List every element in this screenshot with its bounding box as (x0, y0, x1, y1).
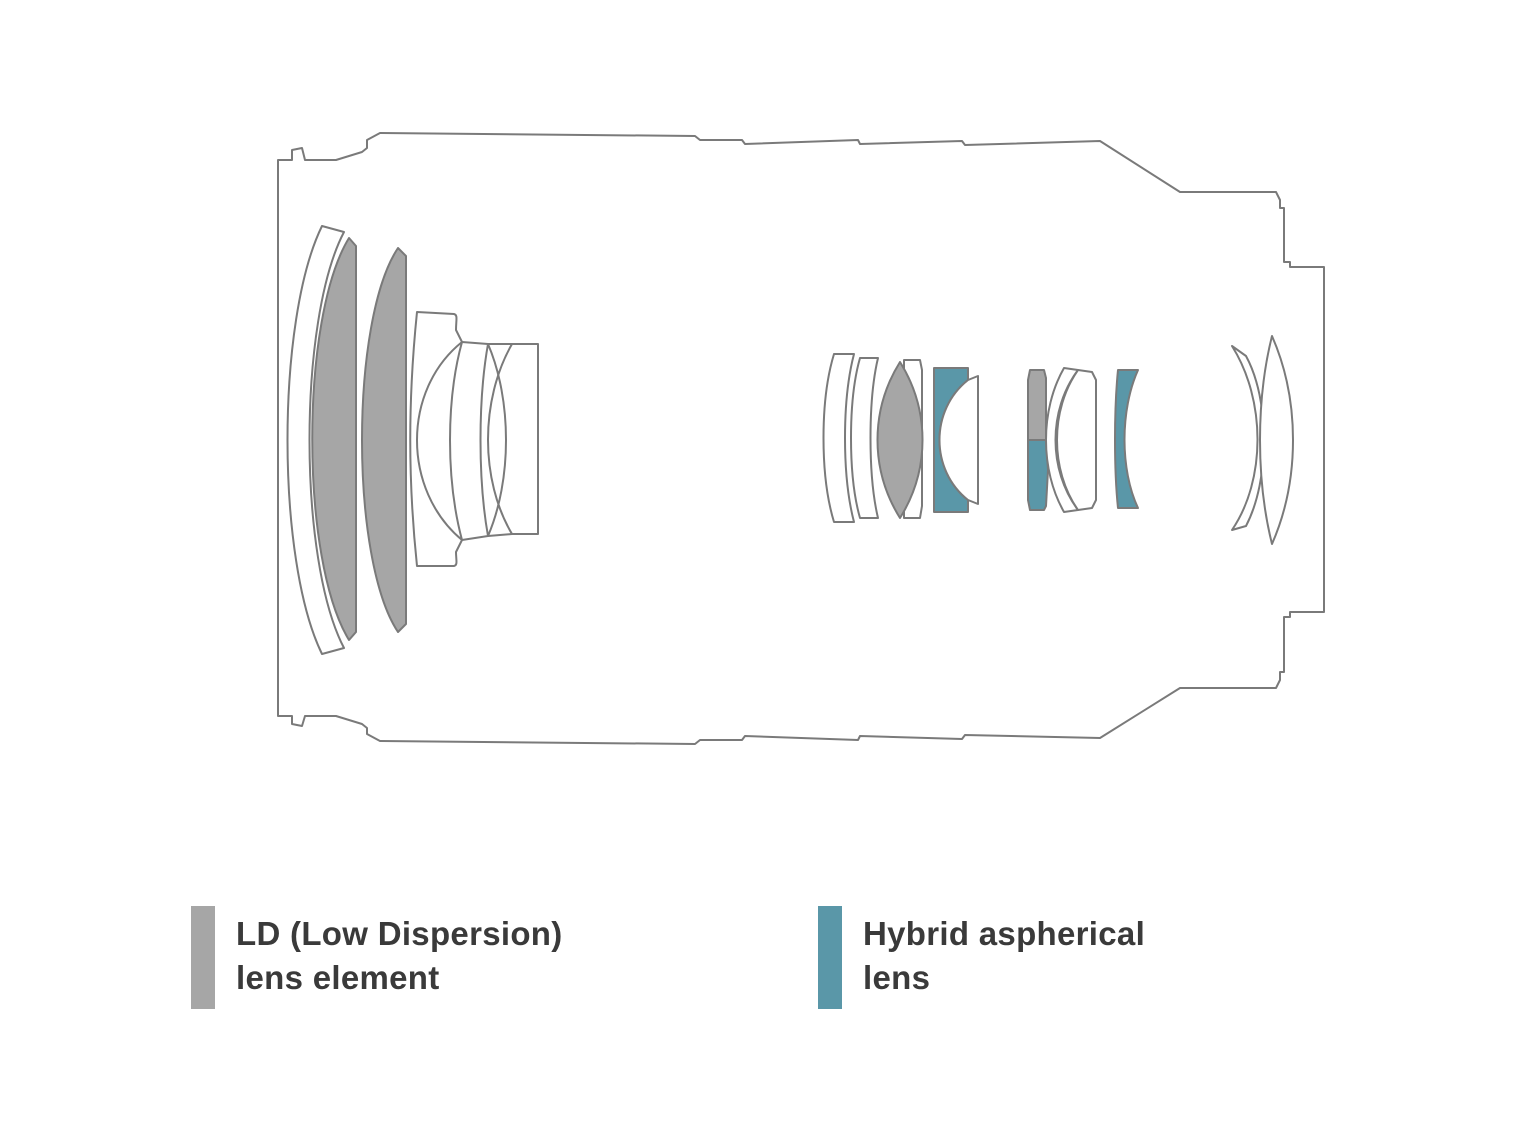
front-ld-element-2 (361, 247, 407, 633)
legend-item-hybrid: Hybrid aspherical lens (818, 906, 1145, 1009)
mid-plain-element-4 (938, 375, 979, 505)
legend-label-hybrid: Hybrid aspherical lens (863, 912, 1145, 1000)
mid-ld-element (876, 361, 924, 519)
rear-concave-element (1231, 345, 1265, 531)
legend-label-ld: LD (Low Dispersion) lens element (236, 912, 563, 1000)
rear-biconvex-element (1259, 335, 1294, 545)
front-meniscus-element (286, 225, 345, 655)
legend-hybrid-line1: Hybrid aspherical (863, 915, 1146, 952)
legend-swatch-ld (191, 906, 215, 1009)
front-biconvex-element-a (449, 341, 489, 541)
mid-hybrid-element-2 (1114, 369, 1139, 509)
mid-plain-element-2 (850, 357, 879, 519)
legend-item-ld: LD (Low Dispersion) lens element (191, 906, 563, 1009)
legend-ld-line1: LD (Low Dispersion) (236, 915, 563, 952)
mid-ld-part-element (1027, 369, 1047, 441)
front-biconvex-element-b-curve (487, 343, 513, 535)
legend-hybrid-line2: lens (863, 959, 931, 996)
mid-hybrid-part-element (1027, 439, 1049, 511)
mid-plain-element-6 (1056, 369, 1097, 511)
lens-barrel-outline (277, 132, 1325, 745)
front-ld-element-1 (311, 237, 357, 641)
mid-plain-element-1 (822, 353, 855, 523)
legend-ld-line2: lens element (236, 959, 440, 996)
legend-swatch-hybrid (818, 906, 842, 1009)
front-biconvex-element-b (487, 343, 539, 537)
